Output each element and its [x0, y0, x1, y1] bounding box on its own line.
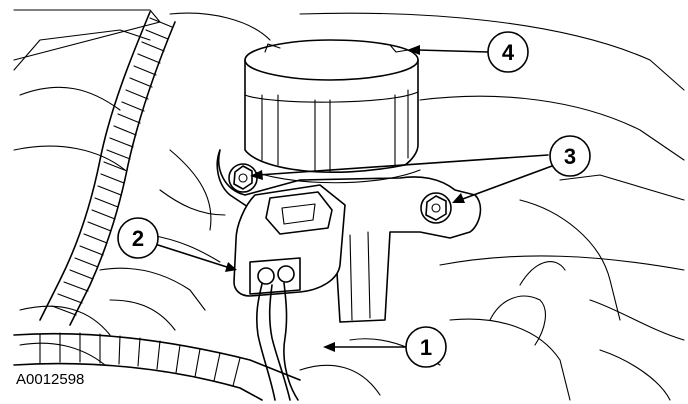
- electrical-connector: [233, 184, 346, 401]
- arrowhead-1: [323, 342, 335, 352]
- callout-3: 3: [549, 135, 591, 177]
- callout-1-label: 1: [420, 335, 432, 360]
- reference-code: A0012598: [16, 371, 84, 388]
- mounting-bolt-right: [420, 192, 452, 224]
- arrowhead-3a: [250, 170, 263, 180]
- mounting-bolt-left: [228, 163, 258, 193]
- callout-4-label: 4: [502, 40, 515, 65]
- callout-2: 2: [117, 217, 159, 259]
- callout-2-label: 2: [132, 226, 144, 251]
- callout-1: 1: [405, 326, 447, 368]
- callout-3-label: 3: [564, 144, 576, 169]
- wiring-loom: [39, 11, 176, 326]
- callout-4: 4: [487, 31, 529, 73]
- arrowhead-4: [407, 45, 420, 55]
- engine-bay-background: [13, 9, 685, 401]
- leader-lines: [157, 45, 553, 352]
- arrowhead-2: [225, 262, 237, 272]
- arrowhead-3b: [452, 193, 465, 203]
- lower-hose: [13, 332, 301, 401]
